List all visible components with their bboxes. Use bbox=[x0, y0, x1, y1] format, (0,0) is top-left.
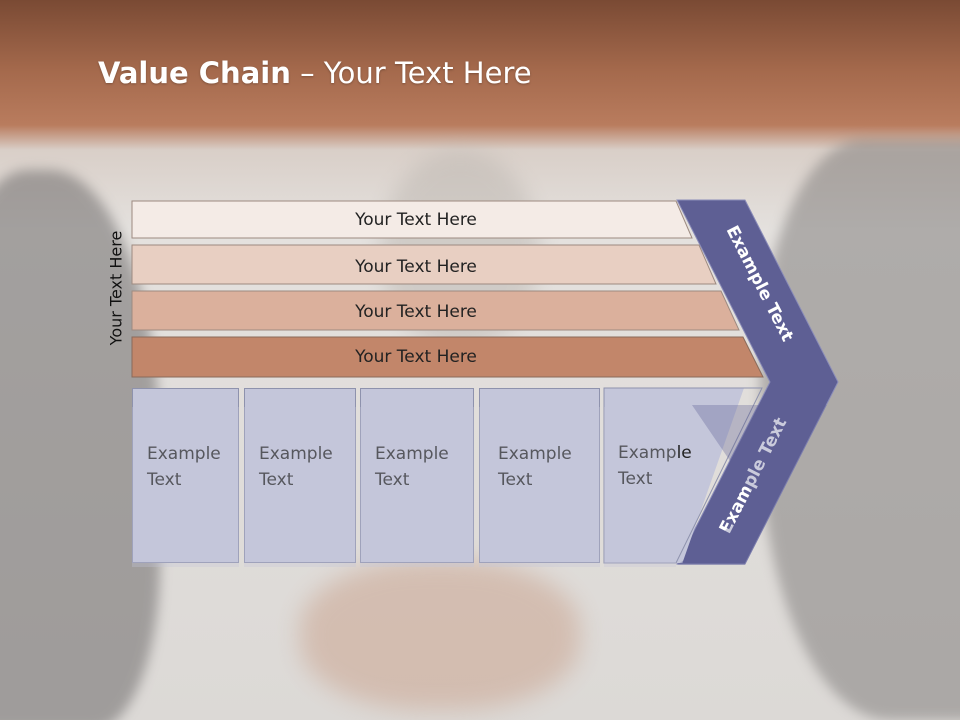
bar-3 bbox=[131, 290, 740, 331]
chevron-shape bbox=[676, 199, 839, 565]
bar-1-label: Your Text Here bbox=[354, 210, 477, 230]
bar-2-label: Your Text Here bbox=[354, 257, 477, 277]
slide-title: Value Chain – Your Text Here bbox=[98, 56, 532, 90]
bar-1 bbox=[131, 200, 693, 239]
bar-3-label: Your Text Here bbox=[354, 302, 477, 322]
bar-4 bbox=[131, 336, 764, 378]
bar-4-label: Your Text Here bbox=[354, 347, 477, 367]
background-handshake bbox=[300, 560, 580, 710]
bar-2 bbox=[131, 244, 717, 285]
